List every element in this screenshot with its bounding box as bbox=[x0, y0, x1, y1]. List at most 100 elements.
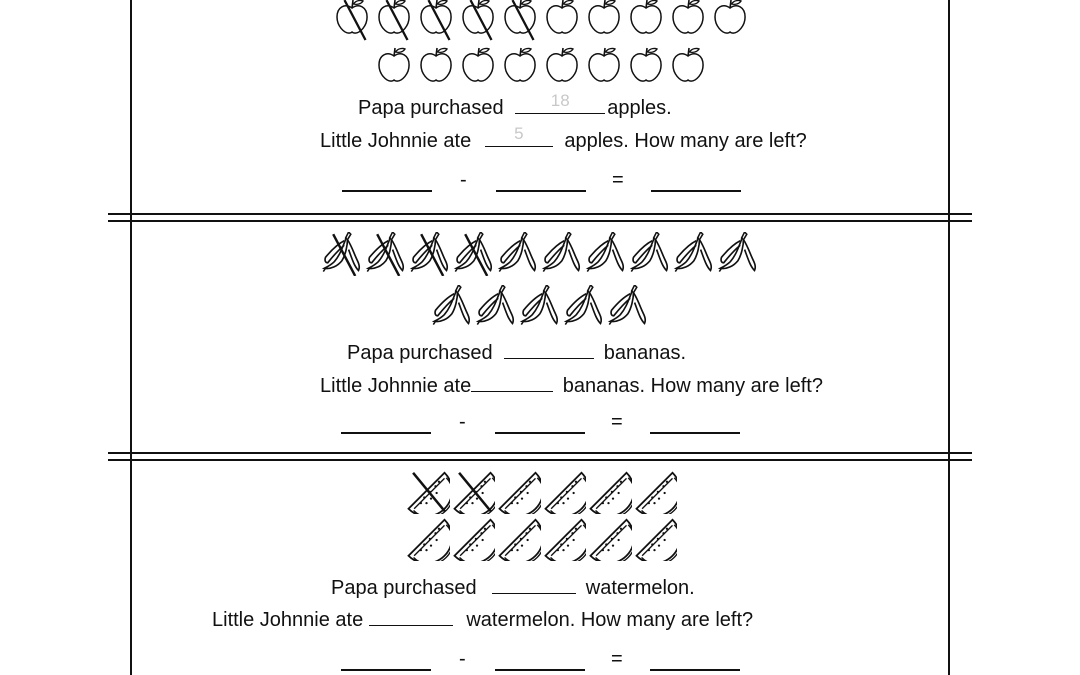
apples-purchased-unit: apples. bbox=[607, 97, 672, 119]
watermelons-eaten-line: Little Johnnie ate watermelon. How many … bbox=[212, 606, 753, 632]
bananas-equals: = bbox=[611, 411, 623, 433]
cross-out-mark bbox=[427, 0, 451, 41]
watermelons-minus: - bbox=[459, 648, 466, 670]
banana-icon bbox=[608, 285, 647, 326]
apple-icon bbox=[546, 47, 578, 82]
cross-out-mark bbox=[420, 233, 445, 276]
apple-icon bbox=[462, 47, 494, 82]
cross-out-mark bbox=[385, 0, 409, 41]
banana-icon bbox=[718, 232, 757, 273]
apples-eq-blank-1[interactable] bbox=[342, 190, 432, 192]
banana-icon bbox=[564, 285, 603, 326]
bananas-minus: - bbox=[459, 411, 466, 433]
watermelons-eq-blank-1[interactable] bbox=[341, 669, 431, 671]
banana-icon bbox=[630, 232, 669, 273]
apples-purchased-line: Papa purchased 18 apples. bbox=[358, 91, 672, 120]
watermelons-purchased-line: Papa purchased watermelon. bbox=[331, 574, 695, 600]
apple-row-1 bbox=[334, 0, 754, 41]
bananas-eaten-blank[interactable] bbox=[471, 372, 554, 392]
watermelon-slice-icon bbox=[407, 471, 450, 514]
watermelon-slice-icon bbox=[589, 518, 632, 561]
bananas-eq-blank-1[interactable] bbox=[341, 432, 431, 434]
cross-out-mark bbox=[412, 472, 446, 513]
watermelons-eq-blank-3[interactable] bbox=[650, 669, 740, 671]
watermelon-slice-icon bbox=[544, 471, 586, 514]
banana-row-1 bbox=[320, 232, 760, 276]
apples-eaten-hint: 5 bbox=[514, 124, 524, 143]
apples-purchased-hint: 18 bbox=[550, 91, 570, 110]
left-border bbox=[130, 0, 132, 675]
watermelons-purchased-blank[interactable] bbox=[492, 574, 577, 594]
apples-purchased-label: Papa purchased bbox=[358, 97, 504, 119]
cross-out-mark bbox=[464, 233, 489, 276]
apple-icon bbox=[504, 47, 536, 82]
apples-purchased-blank[interactable]: 18 bbox=[515, 91, 606, 114]
watermelon-slice-icon bbox=[589, 471, 632, 514]
apples-eaten-line: Little Johnnie ate 5 apples. How many ar… bbox=[320, 124, 807, 153]
apple-icon bbox=[378, 0, 410, 41]
right-border bbox=[948, 0, 950, 675]
apple-icon bbox=[588, 47, 620, 82]
watermelons-purchased-unit: watermelon. bbox=[585, 577, 695, 599]
cross-out-mark bbox=[332, 233, 357, 276]
banana-icon bbox=[586, 232, 625, 273]
banana-icon bbox=[366, 232, 405, 276]
banana-icon bbox=[476, 285, 515, 326]
banana-icon bbox=[674, 232, 713, 273]
cross-out-mark bbox=[469, 0, 493, 41]
apple-icon bbox=[672, 47, 704, 82]
watermelons-equals: = bbox=[611, 648, 623, 670]
watermelons-eaten-question: watermelon. How many are left? bbox=[466, 609, 754, 631]
section-divider-2b bbox=[108, 459, 972, 461]
bananas-eaten-question: bananas. How many are left? bbox=[562, 375, 823, 397]
watermelon-slice-icon bbox=[635, 471, 677, 514]
section-divider-1a bbox=[108, 213, 972, 215]
banana-icon bbox=[410, 232, 449, 276]
watermelon-row-1 bbox=[404, 468, 677, 514]
banana-icon bbox=[322, 232, 361, 276]
watermelon-slice-icon bbox=[453, 471, 495, 514]
watermelon-slice-icon bbox=[498, 471, 541, 514]
banana-icon bbox=[454, 232, 493, 276]
watermelons-eaten-blank[interactable] bbox=[368, 606, 453, 626]
bananas-eq-blank-2[interactable] bbox=[495, 432, 585, 434]
bananas-purchased-unit: bananas. bbox=[603, 342, 687, 364]
bananas-purchased-blank[interactable] bbox=[504, 339, 595, 359]
watermelons-eq-blank-2[interactable] bbox=[495, 669, 585, 671]
apple-icon bbox=[588, 0, 620, 34]
apple-icon bbox=[420, 0, 452, 41]
cross-out-mark bbox=[376, 233, 401, 276]
apples-eaten-blank[interactable]: 5 bbox=[484, 124, 553, 147]
apple-icon bbox=[378, 47, 410, 82]
apples-eq-blank-3[interactable] bbox=[651, 190, 741, 192]
banana-row-2 bbox=[430, 285, 650, 329]
watermelons-eaten-label: Little Johnnie ate bbox=[212, 609, 364, 631]
apple-icon bbox=[714, 0, 746, 34]
apple-row-2 bbox=[376, 45, 712, 89]
bananas-purchased-line: Papa purchased bananas. bbox=[347, 339, 686, 365]
watermelon-slice-icon bbox=[453, 518, 495, 561]
apple-icon bbox=[336, 0, 368, 41]
apples-eaten-label: Little Johnnie ate bbox=[320, 130, 472, 152]
apple-icon bbox=[546, 0, 578, 34]
section-divider-1b bbox=[108, 220, 972, 222]
apples-eaten-question: apples. How many are left? bbox=[564, 130, 807, 152]
bananas-eaten-label: Little Johnnie ate bbox=[320, 375, 472, 397]
bananas-eq-blank-3[interactable] bbox=[650, 432, 740, 434]
apple-icon bbox=[420, 47, 452, 82]
section-divider-2a bbox=[108, 452, 972, 454]
apple-icon bbox=[630, 47, 662, 82]
banana-icon bbox=[432, 285, 471, 326]
bananas-purchased-label: Papa purchased bbox=[347, 342, 493, 364]
watermelon-slice-icon bbox=[544, 518, 586, 561]
banana-icon bbox=[520, 285, 559, 326]
apples-eq-blank-2[interactable] bbox=[496, 190, 586, 192]
apple-icon bbox=[630, 0, 662, 34]
apple-icon bbox=[504, 0, 536, 41]
banana-icon bbox=[498, 232, 537, 273]
watermelon-slice-icon bbox=[407, 518, 450, 561]
apple-icon bbox=[462, 0, 494, 41]
apples-equals: = bbox=[612, 169, 624, 191]
watermelon-slice-icon bbox=[498, 518, 541, 561]
